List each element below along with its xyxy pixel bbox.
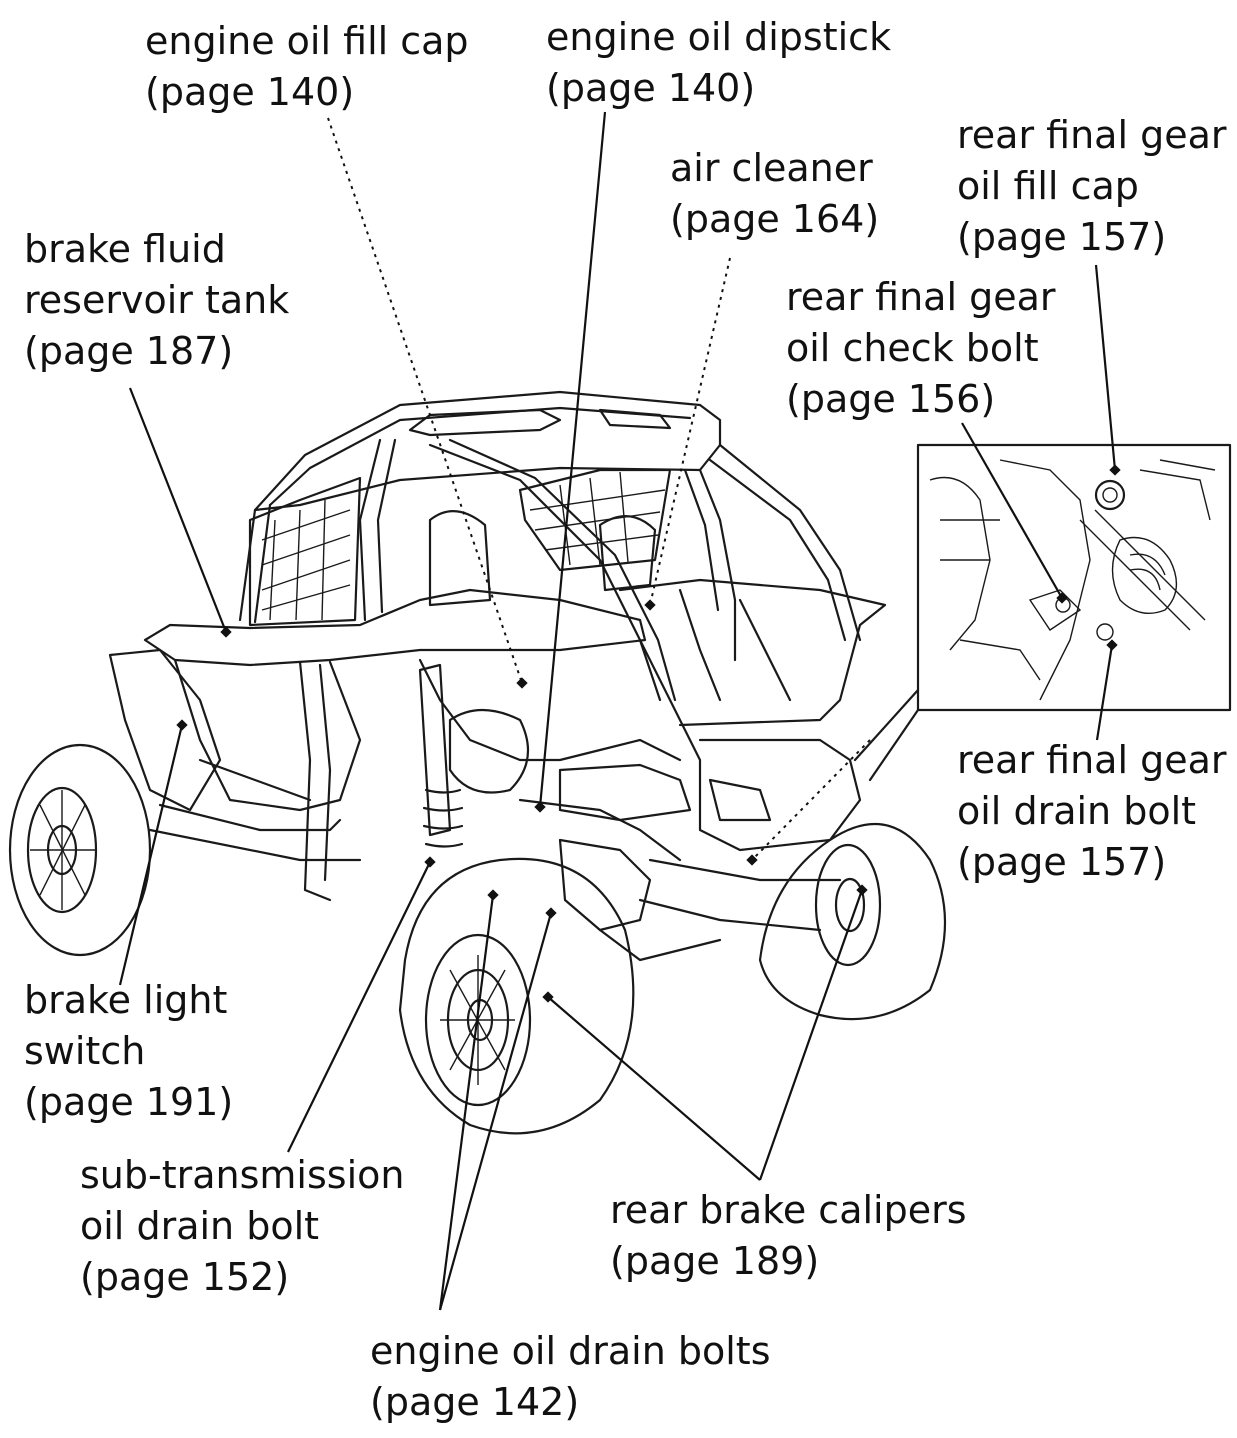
label-line: (page 142) [370,1380,580,1424]
label-line: switch [24,1029,146,1073]
label-line: (page 189) [610,1239,820,1283]
label-line: rear brake calipers [610,1188,967,1232]
label-line: oil drain bolt [957,789,1197,833]
seats [428,510,657,607]
label-line: air cleaner [670,146,873,190]
label-line: oil fill cap [957,164,1139,208]
label-line: rear final gear [957,738,1227,782]
label-line: engine oil drain bolts [370,1329,771,1373]
leader-lines [118,111,1117,1311]
label-line: engine oil fill cap [145,19,469,63]
label-air-cleaner: air cleaner (page 164) [670,143,879,245]
side-nets [248,468,672,627]
label-rear-final-gear-oil-drain-bolt: rear final gear oil drain bolt (page 157… [957,735,1227,888]
label-line: (page 152) [80,1255,290,1299]
engine-area [418,658,842,962]
inset-detail [853,443,1232,782]
label-line: sub-transmission [80,1153,405,1197]
label-line: oil check bolt [786,326,1039,370]
label-sub-transmission-oil-drain-bolt: sub-transmission oil drain bolt (page 15… [80,1150,404,1303]
label-line: engine oil dipstick [546,15,892,59]
label-engine-oil-fill-cap: engine oil fill cap (page 140) [145,16,469,118]
rear-near-wheel [398,857,635,1135]
label-rear-final-gear-oil-fill-cap: rear final gear oil fill cap (page 157) [957,110,1227,263]
label-line: (page 191) [24,1080,234,1124]
label-line: (page 187) [24,329,234,373]
label-line: (page 157) [957,215,1167,259]
label-line: (page 157) [957,840,1167,884]
label-line: rear final gear [957,113,1227,157]
front-left-wheel [8,743,152,957]
label-line: brake fluid [24,227,226,271]
label-line: (page 140) [145,70,355,114]
label-line: reservoir tank [24,278,290,322]
label-brake-light-switch: brake light switch (page 191) [24,975,233,1128]
body [108,578,887,902]
label-line: rear final gear [786,275,1056,319]
rear-far-wheel [758,822,947,1021]
label-engine-oil-dipstick: engine oil dipstick (page 140) [546,12,891,114]
label-line: (page 140) [546,66,756,110]
label-engine-oil-drain-bolts: engine oil drain bolts (page 142) [370,1326,771,1428]
label-line: (page 164) [670,197,880,241]
label-rear-brake-calipers: rear brake calipers (page 189) [610,1185,967,1287]
label-rear-final-gear-oil-check-bolt: rear final gear oil check bolt (page 156… [786,272,1056,425]
roll-cage [238,390,862,702]
label-line: (page 156) [786,377,996,421]
callout-markers [176,464,1121,1003]
label-line: brake light [24,978,228,1022]
label-brake-fluid-reservoir-tank: brake fluid reservoir tank (page 187) [24,224,289,377]
label-line: oil drain bolt [80,1204,320,1248]
